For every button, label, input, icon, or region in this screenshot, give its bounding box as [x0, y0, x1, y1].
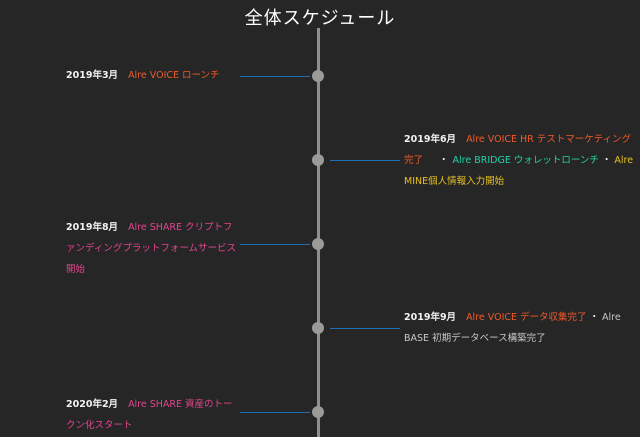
event-date: 2019年3月 [66, 70, 119, 81]
timeline-marker-2019-09[interactable] [312, 322, 324, 334]
event-text: Alre SHARE 資産のトークン化スタート [66, 399, 233, 431]
timeline-marker-2019-06[interactable] [312, 154, 324, 166]
timeline-connector [240, 76, 310, 77]
event-date: 2020年2月 [66, 399, 119, 410]
event-date: 2019年8月 [66, 222, 119, 233]
timeline-connector [330, 160, 400, 161]
event-text: Alre VOICE ローンチ [128, 70, 220, 81]
event-separator: ・ [439, 155, 449, 166]
timeline-connector [330, 328, 400, 329]
event-text: Alre BRIDGE ウォレットローンチ [452, 155, 599, 166]
event-date: 2019年6月 [404, 134, 457, 145]
timeline-marker-2019-08[interactable] [312, 238, 324, 250]
event-separator: ・ [589, 312, 600, 323]
event-text: Alre VOICE HR テストマーケティング完了 [404, 134, 632, 166]
event-text: Alre MINE個人情報入力開始 [404, 155, 634, 187]
timeline-connector [240, 412, 310, 413]
event-text: Alre SHARE クリプトファンディングプラットフォームサービス開始 [66, 222, 237, 275]
timeline-marker-2019-03[interactable] [312, 70, 324, 82]
timeline-marker-2020-02[interactable] [312, 406, 324, 418]
timeline-event-2019-03: 2019年3月 Alre VOICE ローンチ [66, 65, 241, 86]
timeline-axis [317, 28, 320, 437]
event-text: Alre VOICE データ収集完了 [466, 312, 587, 323]
page-title: 全体スケジュール [244, 8, 396, 29]
timeline-connector [240, 244, 310, 245]
event-text: Alre BASE 初期データベース構築完了 [404, 312, 621, 344]
event-separator: ・ [601, 155, 612, 166]
event-date: 2019年9月 [404, 312, 457, 323]
timeline-event-2019-09: 2019年9月 Alre VOICE データ収集完了・Alre BASE 初期デー… [404, 307, 636, 349]
